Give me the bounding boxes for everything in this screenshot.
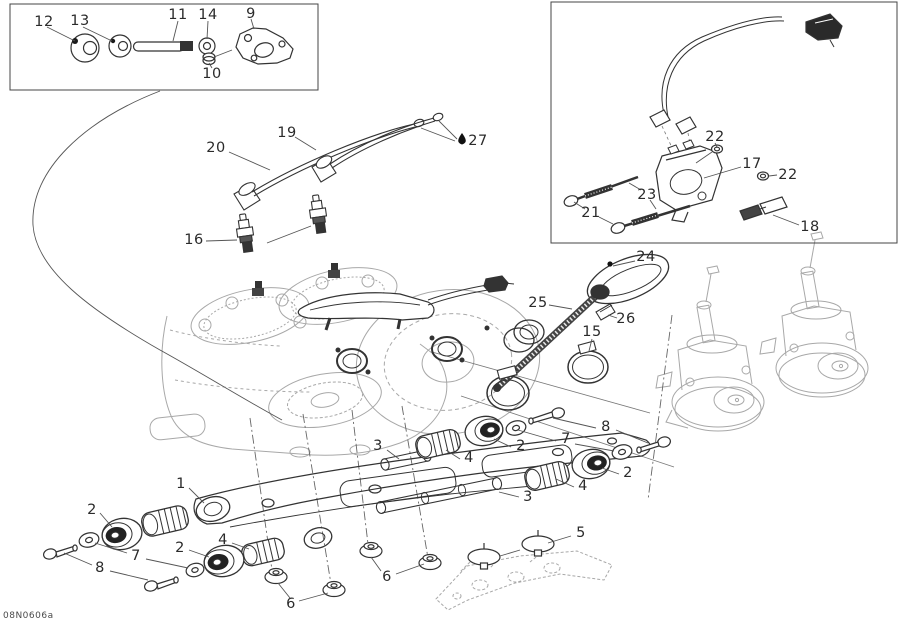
caps — [467, 530, 555, 570]
lubricant-droplet-icon — [458, 133, 466, 145]
dipstick-clip — [595, 303, 616, 321]
leader-lines — [46, 18, 800, 602]
spark-plug-wires — [233, 112, 466, 211]
inset1-reference-arc — [32, 90, 283, 421]
intake-manifold — [252, 263, 545, 375]
rubber-mounts — [101, 415, 611, 578]
fuse-link — [739, 204, 763, 221]
diagram-code: 08N0606a — [3, 611, 54, 621]
bottom-bracket-ghost — [435, 550, 613, 611]
dipstick — [493, 253, 670, 392]
inset-box-ignition-coil — [550, 1, 898, 244]
wire-connector — [805, 13, 843, 41]
flanged-nuts — [264, 541, 442, 598]
mount-bolts — [42, 407, 672, 592]
spark-plugs — [235, 194, 328, 253]
inset-box-starter-hardware — [9, 3, 319, 91]
washers — [78, 420, 633, 578]
carburetors-ghost — [655, 231, 869, 432]
ignition-coil-body — [655, 145, 723, 211]
ribbed-bushings — [141, 428, 570, 567]
mount-shafts — [375, 449, 503, 514]
hose-clamps — [486, 340, 609, 411]
